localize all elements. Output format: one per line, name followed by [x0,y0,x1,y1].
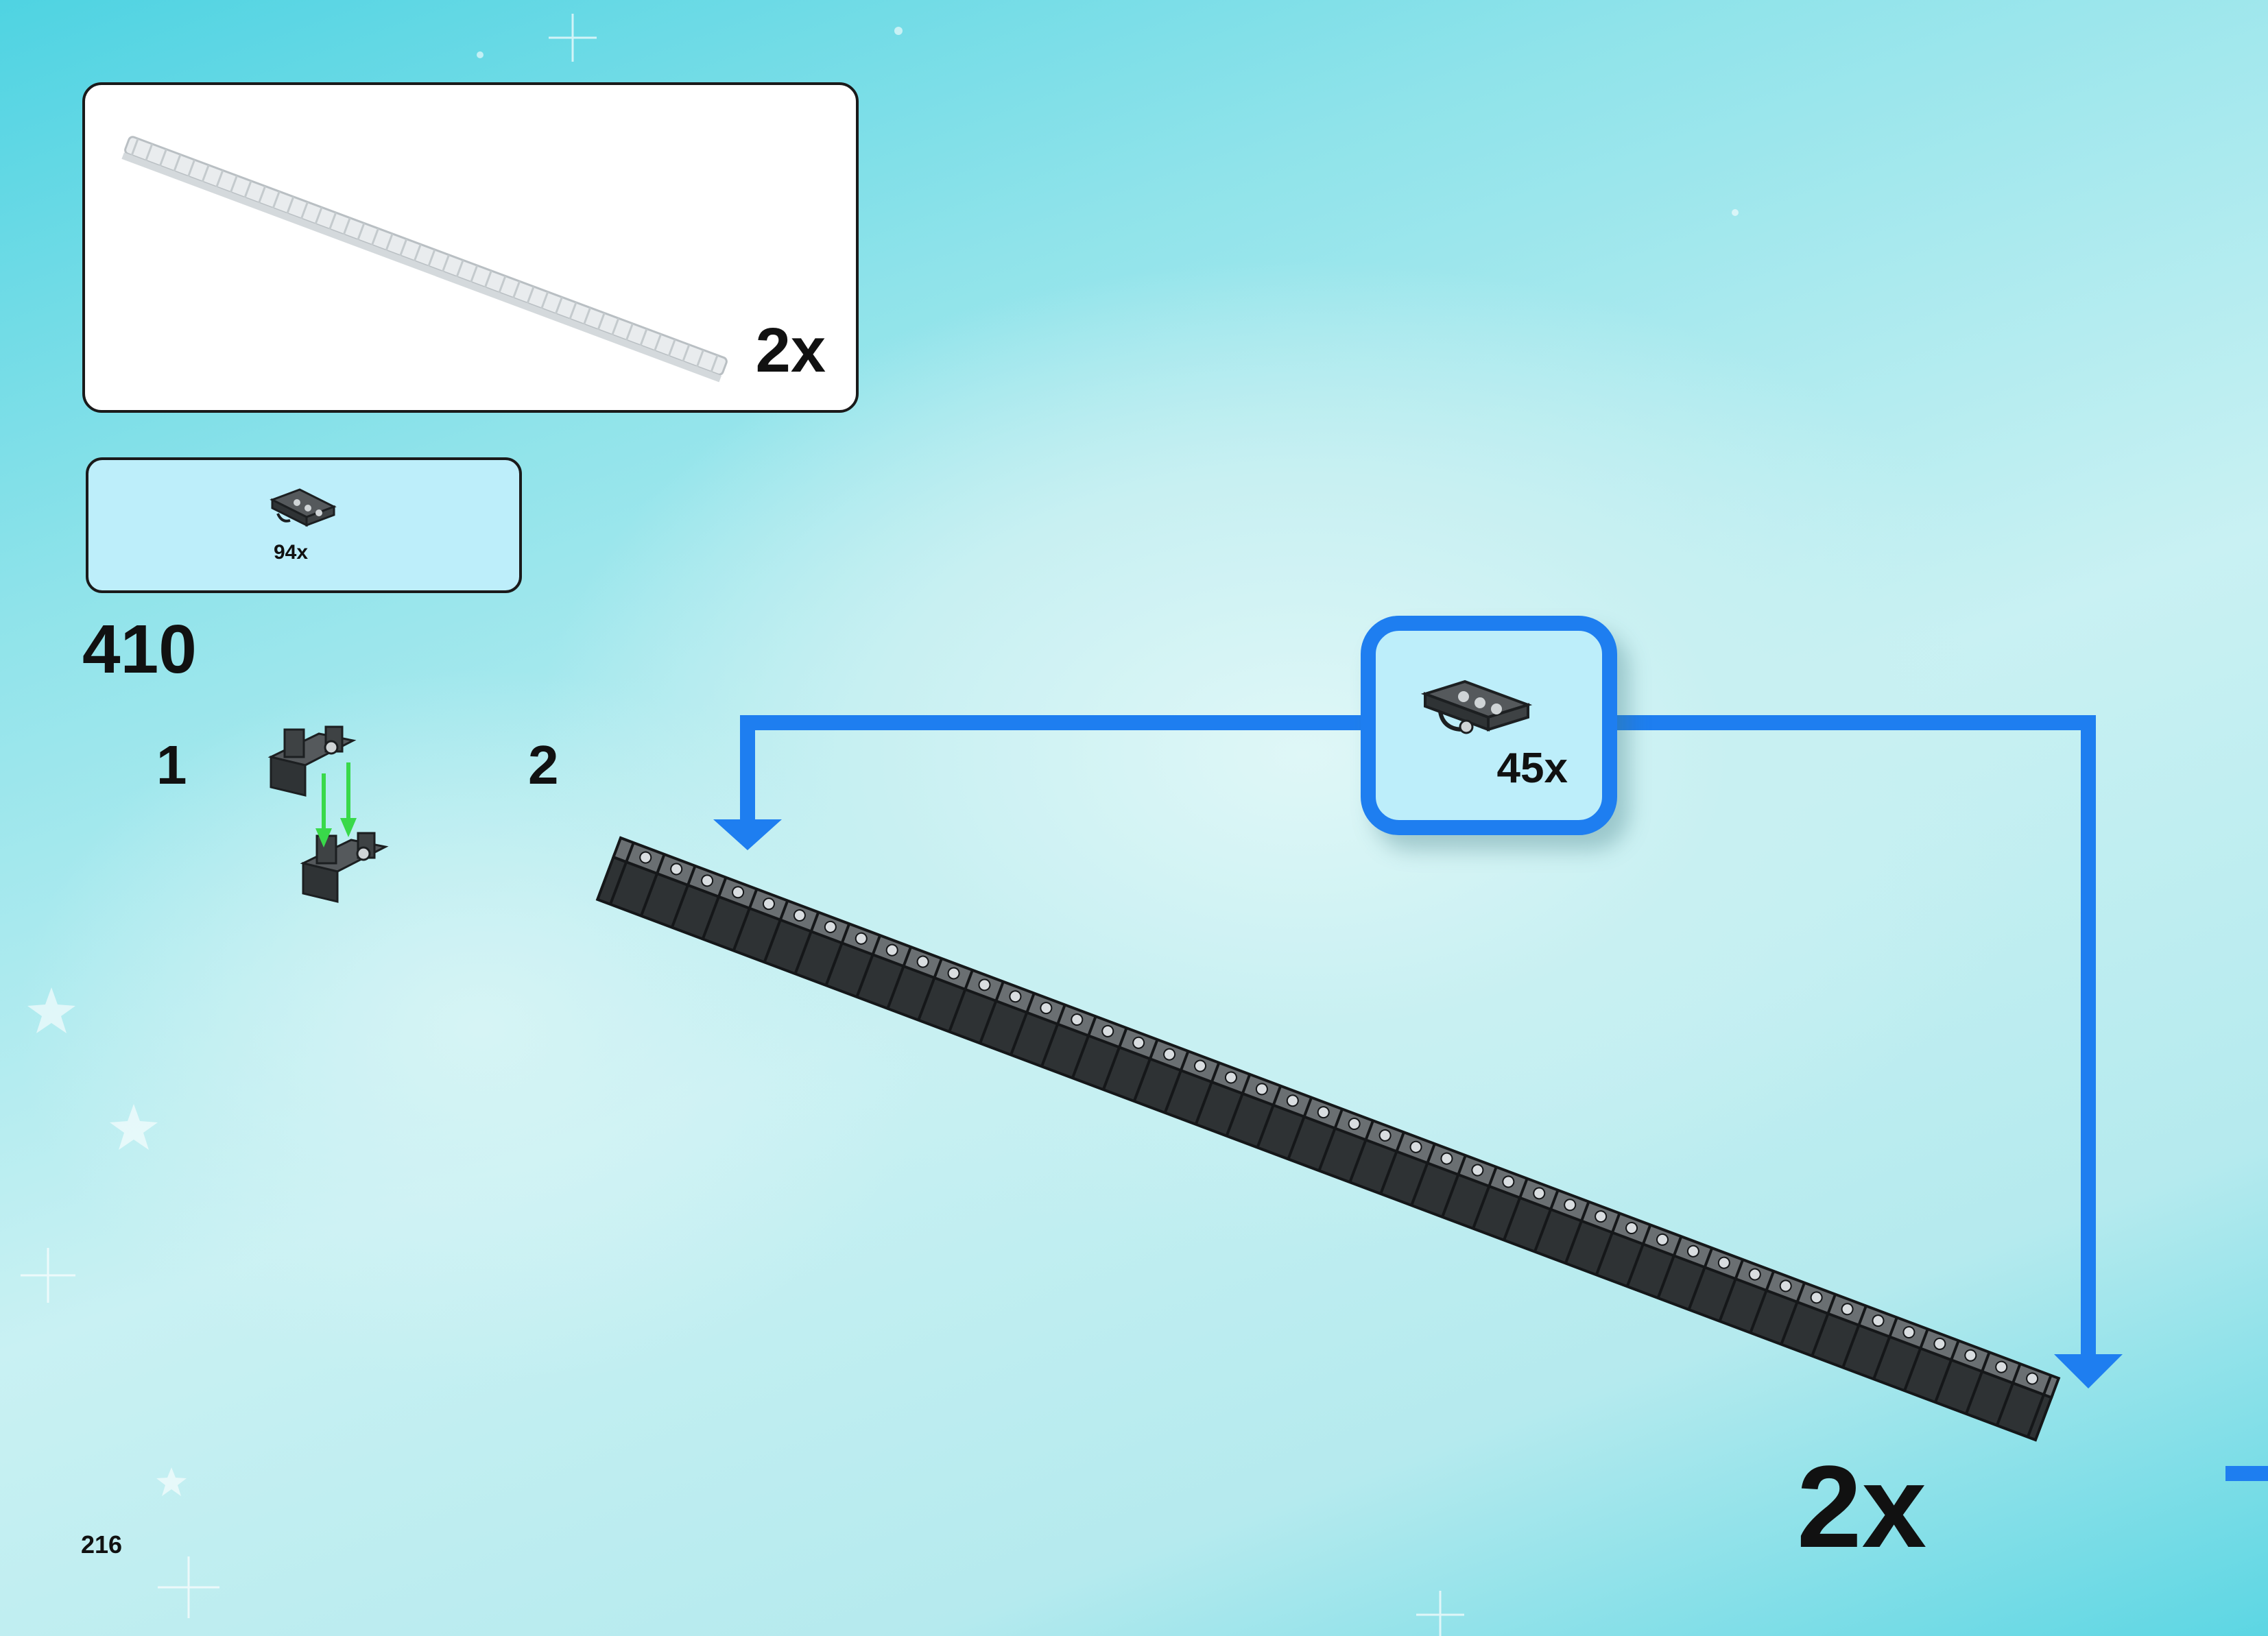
assembly-arrows [315,762,357,847]
page-number: 216 [81,1530,123,1559]
part-callout-box: 45x [1361,616,1617,835]
track-link-part-icon [270,488,337,527]
substep-2-number: 2 [528,734,559,795]
assembly-multiplier: 2x [1797,1442,1927,1572]
link-part-bottom [300,832,389,903]
page-edge-tab [2225,1466,2268,1481]
result-track-preview [121,136,728,383]
parts-list-box: 94x [86,457,522,593]
step-number: 410 [82,611,197,688]
callout-count-label: 45x [1496,745,1568,792]
substep-1-number: 1 [156,734,187,795]
result-multiplier: 2x [755,315,826,385]
track-link-part-icon [1420,679,1533,734]
result-preview-box: 2x [82,82,859,413]
link-part-top [267,725,357,797]
parts-count-label: 94x [274,541,309,564]
